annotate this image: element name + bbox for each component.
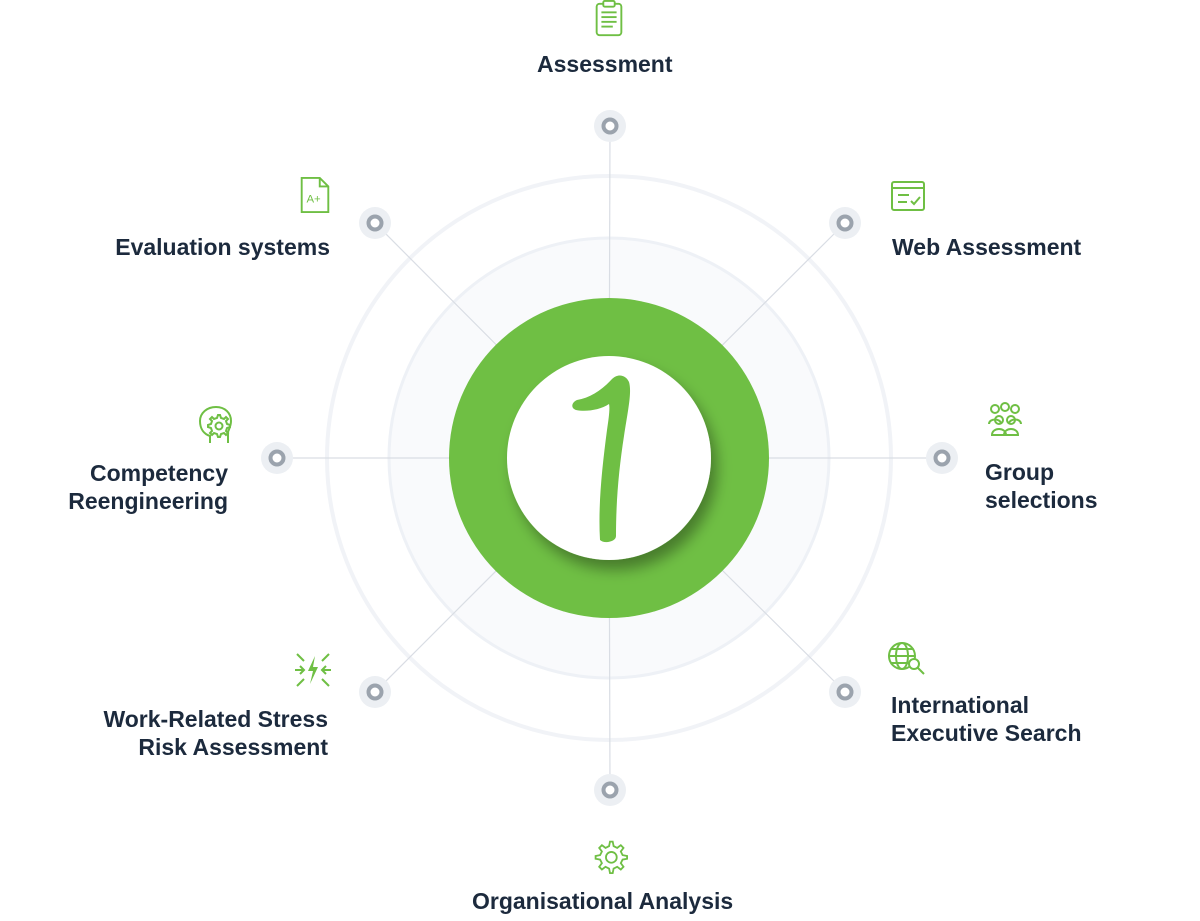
label-assessment: Assessment: [537, 51, 673, 77]
node-group-selections: [926, 442, 958, 474]
node-assessment: [594, 110, 626, 142]
stress-arrows-icon: [293, 650, 333, 690]
numeral-one-glyph: [572, 375, 631, 543]
nodes: [261, 110, 958, 806]
label-evaluation-systems: Evaluation systems: [115, 234, 330, 260]
label-competency-reengineering: Competency Reengineering: [68, 460, 228, 514]
clipboard-icon: [590, 0, 628, 38]
globe-search-icon: [886, 640, 926, 680]
head-gear-icon: [196, 405, 236, 445]
gear-icon: [592, 838, 628, 874]
label-work-related-stress: Work-Related Stress Risk Assessment: [103, 706, 328, 760]
node-ring: [366, 683, 384, 701]
node-work-related-stress: [359, 676, 391, 708]
grade-document-icon: A+: [298, 176, 332, 214]
node-ring: [366, 214, 384, 232]
node-ring: [836, 214, 854, 232]
browser-checklist-icon: [889, 178, 929, 218]
svg-text:A+: A+: [306, 194, 321, 206]
group-people-icon: [985, 400, 1025, 440]
node-competency-reengineering: [261, 442, 293, 474]
node-ring: [933, 449, 951, 467]
label-web-assessment: Web Assessment: [892, 234, 1082, 260]
node-international-executive-search: [829, 676, 861, 708]
label-international-executive-search: International Executive Search: [891, 692, 1082, 746]
label-organisational-analysis: Organisational Analysis: [472, 888, 734, 914]
node-ring: [601, 781, 619, 799]
node-ring: [268, 449, 286, 467]
node-web-assessment: [829, 207, 861, 239]
node-ring: [836, 683, 854, 701]
node-ring: [601, 117, 619, 135]
node-organisational-analysis: [594, 774, 626, 806]
node-evaluation-systems: [359, 207, 391, 239]
label-group-selections: Group selections: [985, 459, 1098, 513]
